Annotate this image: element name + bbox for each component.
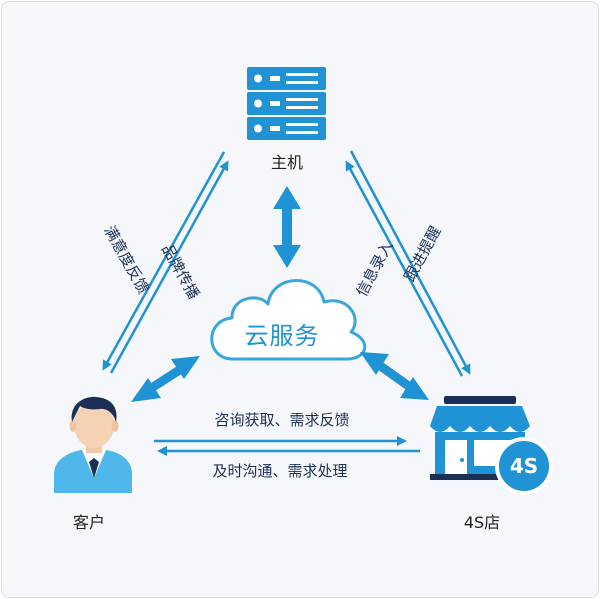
store-badge-label: 4S <box>510 454 538 478</box>
store-badge: 4S <box>495 437 553 495</box>
cloud-store-arrow <box>360 352 429 400</box>
server-icon <box>247 67 326 140</box>
bottom-edge-lines <box>154 436 420 456</box>
customer-label: 客户 <box>73 513 105 532</box>
cloud-customer-arrow <box>131 356 200 402</box>
cloud-icon <box>210 279 367 361</box>
timely-communication-label: 及时沟通、需求处理 <box>212 462 347 480</box>
host-cloud-arrow <box>273 186 301 268</box>
satisfaction-feedback-label: 满意度反馈 <box>100 223 152 297</box>
storefront-icon <box>430 396 530 480</box>
cloud-label: 云服务 <box>245 322 320 350</box>
left-edge-lines <box>102 151 229 374</box>
person-icon <box>54 396 132 493</box>
store-label: 4S店 <box>464 513 500 532</box>
host-label: 主机 <box>271 153 303 172</box>
info-entry-label: 信息录入 <box>352 238 396 299</box>
brand-promotion-label: 品牌传播 <box>158 241 203 302</box>
consult-demand-label: 咨询获取、需求反馈 <box>214 411 349 429</box>
right-edge-lines <box>345 150 471 377</box>
